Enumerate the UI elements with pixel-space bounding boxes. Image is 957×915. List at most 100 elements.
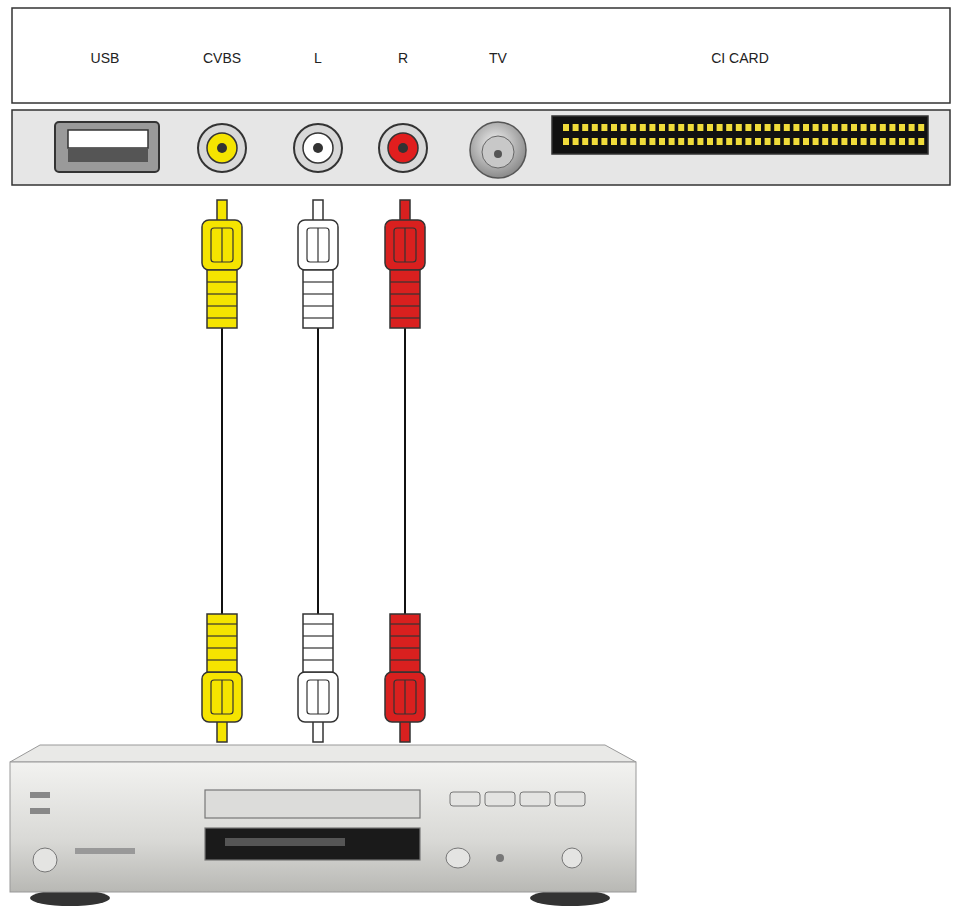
card-pin (918, 124, 924, 131)
card-pin (669, 124, 675, 131)
port-label: R (398, 50, 408, 67)
ci-card-slot (552, 116, 928, 154)
card-pin (765, 138, 771, 145)
port-label-slot: CVBS (203, 50, 241, 67)
card-pin (841, 124, 847, 131)
card-pin (563, 138, 569, 145)
card-pin (803, 124, 809, 131)
card-pin (717, 124, 723, 131)
card-pin (592, 124, 598, 131)
cvbs-jack (198, 124, 246, 172)
av-cable (202, 200, 425, 742)
card-pin (822, 124, 828, 131)
card-pin (841, 138, 847, 145)
card-pin (851, 138, 857, 145)
card-pin (640, 124, 646, 131)
card-pin (726, 124, 732, 131)
card-pin (861, 138, 867, 145)
card-pin (669, 138, 675, 145)
card-pin (918, 138, 924, 145)
card-pin (870, 138, 876, 145)
port-label: TV (489, 50, 507, 67)
card-pin (736, 138, 742, 145)
card-pin (659, 138, 665, 145)
card-pin (582, 138, 588, 145)
card-pin (899, 138, 905, 145)
card-pin (889, 124, 895, 131)
card-pin (880, 124, 886, 131)
card-pin (573, 138, 579, 145)
port-label-slot: L (314, 50, 322, 67)
card-pin (813, 124, 819, 131)
card-pin (774, 124, 780, 131)
card-pin (774, 138, 780, 145)
antenna-socket (470, 122, 526, 178)
card-pin (688, 124, 694, 131)
card-pin (697, 138, 703, 145)
card-pin (909, 124, 915, 131)
connector-panel (12, 110, 950, 185)
right-audio-jack (379, 124, 427, 172)
card-pin (707, 138, 713, 145)
port-label: USB (91, 50, 120, 67)
port-label-slot: USB (91, 50, 120, 67)
card-pin (640, 138, 646, 145)
card-pin (793, 124, 799, 131)
card-pin (601, 138, 607, 145)
card-pin (909, 138, 915, 145)
card-pin (678, 124, 684, 131)
card-pin (563, 124, 569, 131)
card-pin (592, 138, 598, 145)
card-pin (649, 138, 655, 145)
card-pin (736, 124, 742, 131)
port-label-slot: TV (489, 50, 507, 67)
card-pin (582, 124, 588, 131)
card-pin (793, 138, 799, 145)
card-pin (803, 138, 809, 145)
card-pin (649, 124, 655, 131)
card-pin (870, 124, 876, 131)
card-pin (678, 138, 684, 145)
usb-port (55, 122, 159, 172)
card-pin (573, 124, 579, 131)
card-pin (765, 124, 771, 131)
card-pin (621, 138, 627, 145)
port-label-slot: R (398, 50, 408, 67)
port-label: L (314, 50, 322, 67)
card-pin (832, 138, 838, 145)
card-pin (832, 124, 838, 131)
port-label: CI CARD (711, 50, 769, 67)
label-strip (12, 8, 950, 103)
card-pin (889, 138, 895, 145)
card-pin (784, 124, 790, 131)
card-pin (717, 138, 723, 145)
card-pin (822, 138, 828, 145)
card-pin (745, 124, 751, 131)
card-pin (880, 138, 886, 145)
card-pin (630, 138, 636, 145)
card-pin (745, 138, 751, 145)
card-pin (659, 124, 665, 131)
card-pin (755, 124, 761, 131)
card-pin (688, 138, 694, 145)
card-pin (621, 124, 627, 131)
card-pin (899, 124, 905, 131)
card-pin (861, 124, 867, 131)
card-pin (784, 138, 790, 145)
card-pin (630, 124, 636, 131)
dvd-player (10, 745, 636, 906)
card-pin (755, 138, 761, 145)
left-audio-jack (294, 124, 342, 172)
card-pin (851, 124, 857, 131)
port-label-slot: CI CARD (711, 50, 769, 67)
card-pin (611, 138, 617, 145)
card-pin (707, 124, 713, 131)
card-pin (813, 138, 819, 145)
card-pin (611, 124, 617, 131)
card-pin (697, 124, 703, 131)
card-pin (601, 124, 607, 131)
card-pin (726, 138, 732, 145)
port-label: CVBS (203, 50, 241, 67)
